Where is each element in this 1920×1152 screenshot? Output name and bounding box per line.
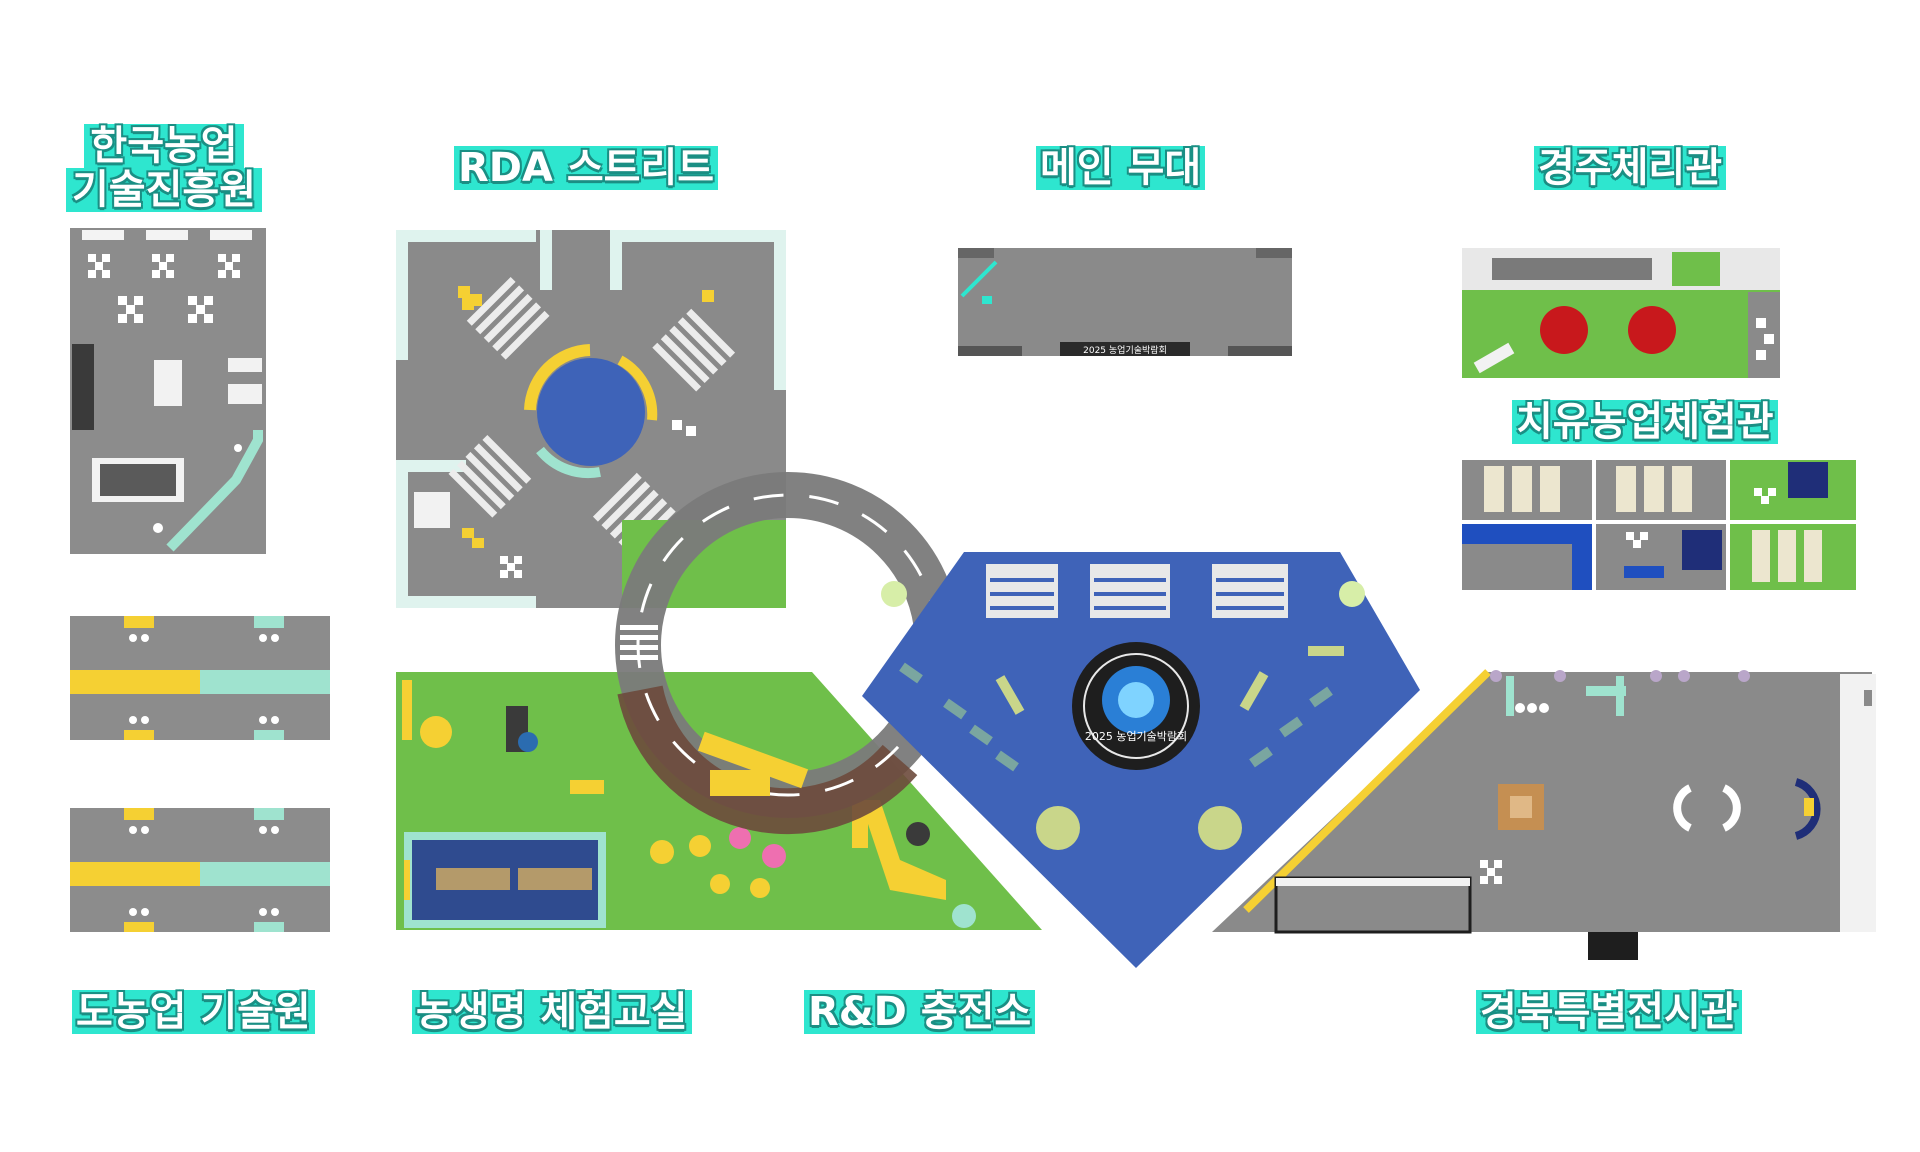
label-rda-korea-line2: 기술진흥원 — [66, 168, 262, 212]
zone-provincial-tech-2 — [70, 808, 330, 932]
label-rnd-charge: R&D 충전소 — [804, 990, 1036, 1034]
label-rda-korea: 한국농업 기술진흥원 — [66, 124, 262, 212]
center-logo-text: 2025 농업기술박람회 — [1085, 730, 1187, 743]
zone-gyeongju-cherry — [1462, 248, 1780, 378]
label-main-stage: 메인 무대 — [1036, 146, 1206, 190]
stage-banner-text: 2025 농업기술박람회 — [1083, 344, 1167, 356]
zone-provincial-tech-1 — [70, 616, 330, 740]
zone-healing-farm — [1462, 460, 1856, 590]
label-gyeongbuk-special: 경북특별전시관 — [1476, 990, 1742, 1034]
zone-rnd-charge: 2025 농업기술박람회 — [862, 552, 1420, 968]
zone-gyeongbuk-special — [1212, 669, 1876, 960]
label-gyeongju-cherry: 경주체리관 — [1534, 146, 1726, 190]
label-healing-farm: 치유농업체험관 — [1512, 400, 1778, 444]
label-rda-street: RDA 스트리트 — [454, 146, 719, 190]
label-rda-korea-line1: 한국농업 — [84, 124, 244, 168]
label-life-classroom: 농생명 체험교실 — [412, 990, 692, 1034]
zone-main-stage: 2025 농업기술박람회 — [958, 248, 1292, 356]
zone-rda-korea — [70, 228, 266, 554]
zone-rda-street — [396, 230, 786, 608]
label-provincial-tech: 도농업 기술원 — [72, 990, 315, 1034]
